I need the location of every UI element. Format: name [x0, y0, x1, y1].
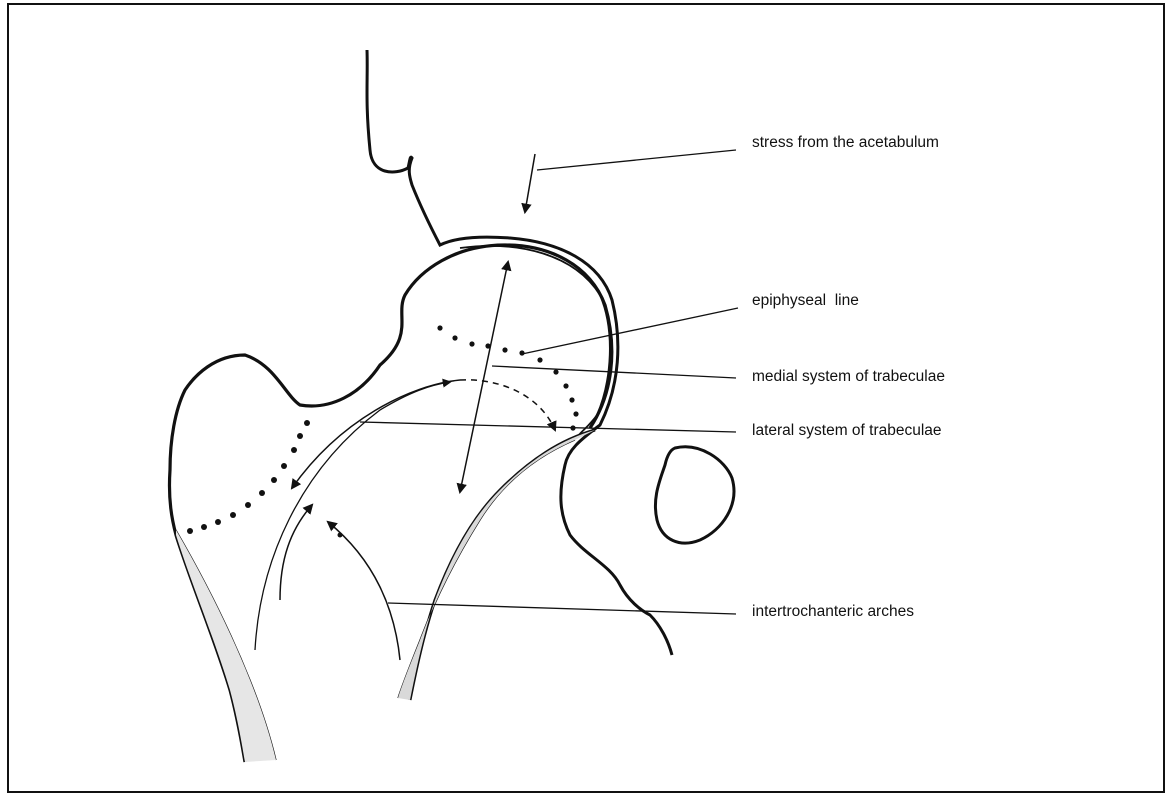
- outer-trabecular-arch: [255, 382, 450, 650]
- label-lateral-system: lateral system of trabeculae: [752, 422, 942, 440]
- arch-dot: [338, 533, 343, 538]
- epiphyseal-line-dots: [437, 325, 578, 430]
- label-epiphyseal-line: epiphyseal line: [752, 292, 859, 310]
- stress-arrow: [525, 154, 535, 212]
- medial-trabecular-axis: [460, 262, 508, 492]
- label-medial-system: medial system of trabeculae: [752, 368, 945, 386]
- lateral-cortex-fill: [176, 530, 276, 762]
- label-intertrochanteric-arches: intertrochanteric arches: [752, 603, 914, 621]
- leader-medial: [492, 366, 736, 378]
- leader-intertrochanteric: [388, 603, 736, 614]
- lateral-trabecular-arc: [292, 380, 460, 488]
- leader-stress: [537, 150, 736, 170]
- medial-cortex: [410, 430, 595, 700]
- label-stress: stress from the acetabulum: [752, 134, 939, 152]
- intertrochanteric-arch-left: [280, 505, 312, 600]
- trochanter-dots: [187, 420, 310, 534]
- leader-lateral: [360, 422, 736, 432]
- obturator-foramen: [655, 447, 734, 543]
- leader-epiphyseal: [522, 308, 738, 354]
- medial-cortex-inner: [398, 440, 575, 698]
- medial-cortex-fill: [398, 430, 595, 700]
- intertrochanteric-arch-right: [328, 522, 400, 660]
